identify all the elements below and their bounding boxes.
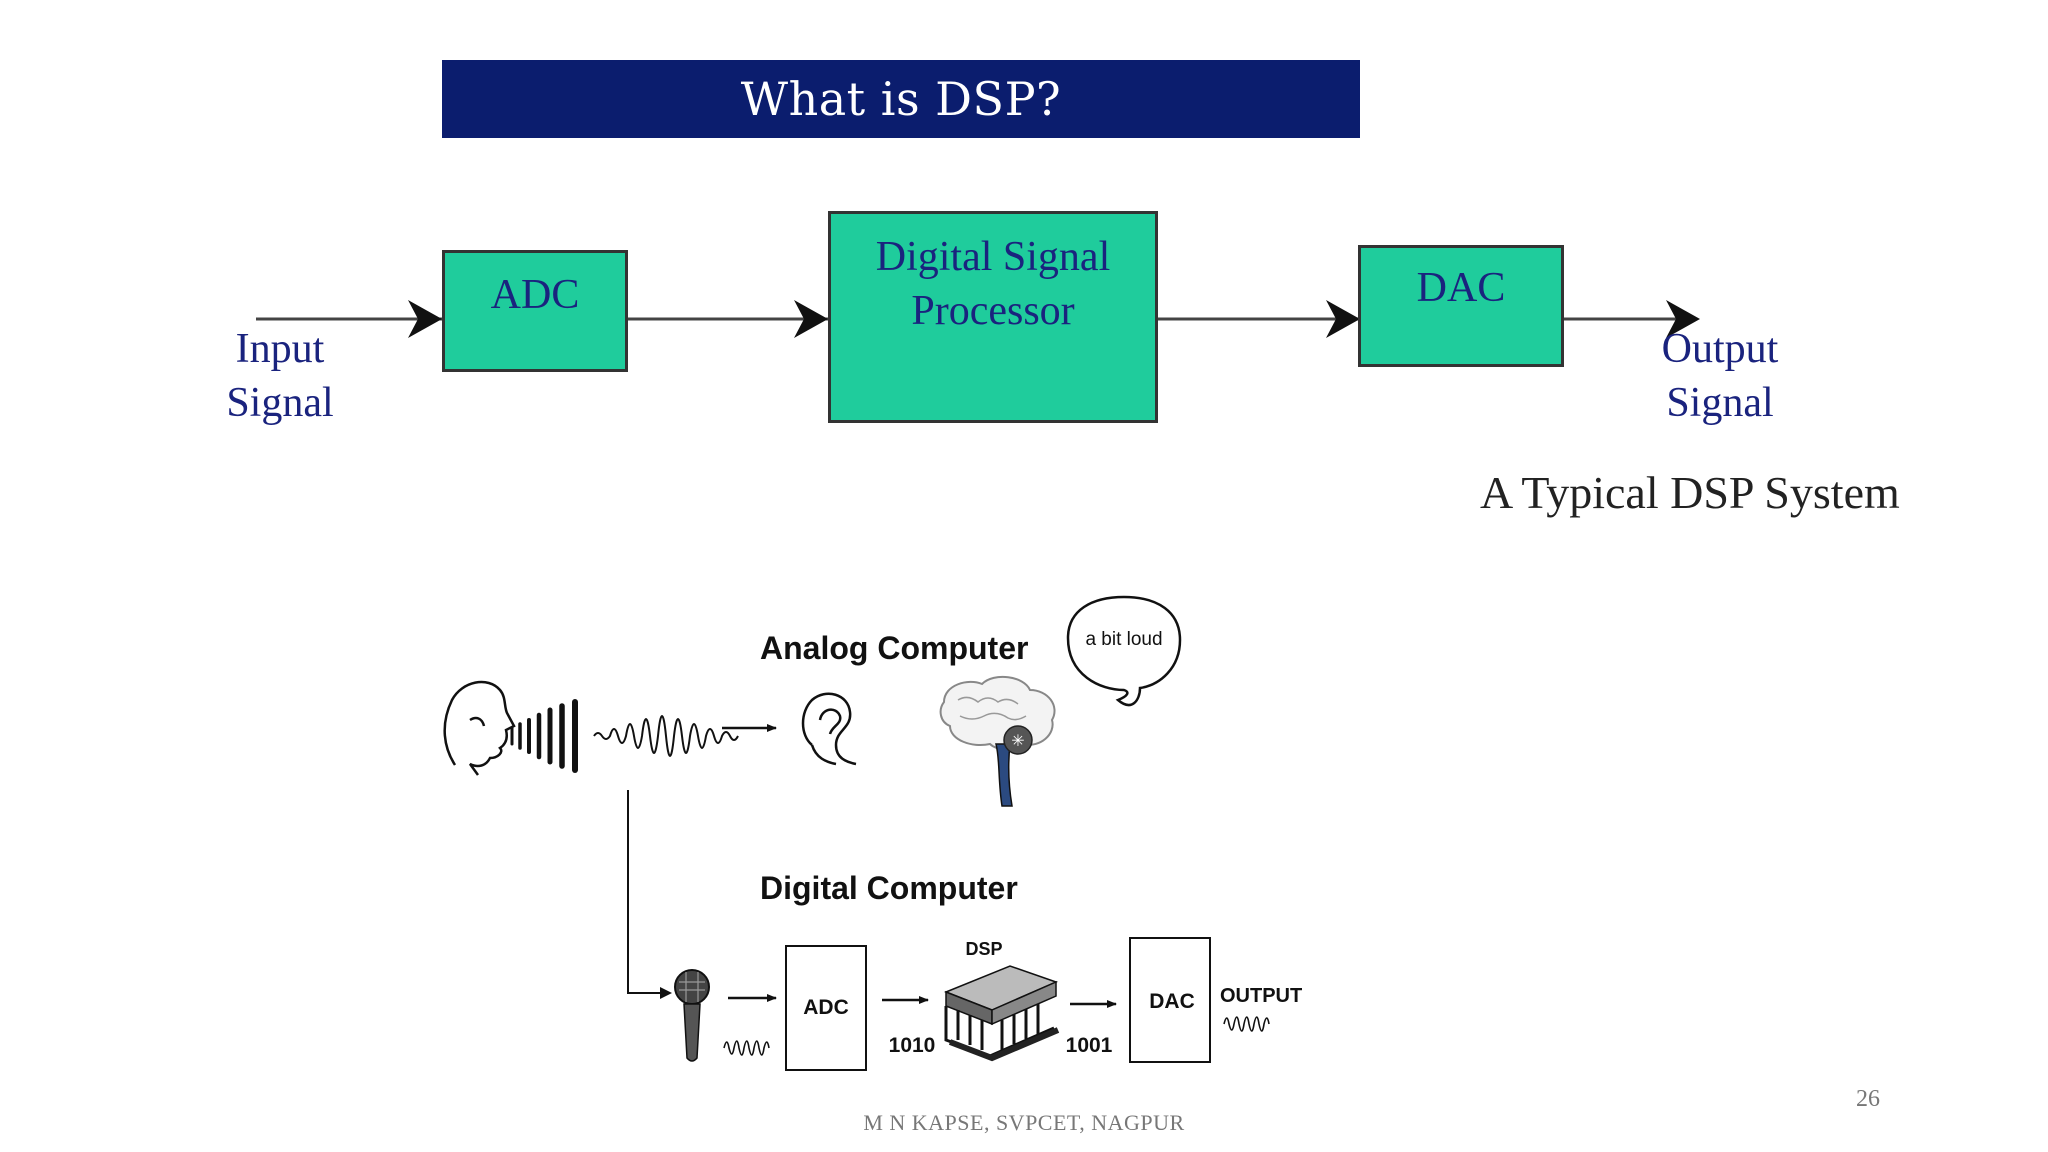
- waves-to-mic-connector: [627, 790, 668, 994]
- speaking-head-icon: [443, 680, 516, 776]
- adc-to-dsp-arrowhead: [794, 300, 828, 338]
- digital-computer-illustration: Digital Computer ADC 1010 DSP: [674, 870, 1302, 1071]
- digital-output-label: OUTPUT: [1220, 985, 1302, 1007]
- title-bar: What is DSP?: [442, 60, 1360, 138]
- mic-arrowhead: [660, 987, 672, 999]
- diagram-caption: A Typical DSP System: [1480, 467, 1900, 518]
- dsp-chip-icon: [943, 965, 1060, 1062]
- adc-block: ADC: [442, 250, 628, 372]
- speech-bubble-text: a bit loud: [1085, 629, 1162, 650]
- adc-block-label: ADC: [490, 272, 580, 318]
- microphone-icon: [674, 969, 710, 1062]
- input-arrowhead: [408, 300, 442, 338]
- digital-adc-label: ADC: [803, 996, 849, 1019]
- dac-block: DAC: [1358, 245, 1564, 367]
- analog-computer-illustration: Analog Computer a bit loud: [443, 595, 1182, 807]
- output-waveform-icon: [1223, 1016, 1270, 1032]
- dsp-to-dac-arrowhead: [1326, 300, 1360, 338]
- dac-block-label: DAC: [1416, 265, 1506, 311]
- slide-footer: M N KAPSE, SVPCET, NAGPUR: [863, 1110, 1185, 1135]
- speech-bubble: a bit loud: [1066, 595, 1182, 707]
- digital-computer-title: Digital Computer: [760, 870, 1018, 906]
- digital-dac-box: [1129, 937, 1211, 1063]
- dsp-block: Digital Signal Processor: [828, 211, 1158, 423]
- dsp-chip-label: DSP: [965, 939, 1002, 959]
- page-number: 26: [1856, 1086, 1880, 1112]
- ear-icon: [801, 692, 857, 766]
- svg-text:✳: ✳: [1011, 733, 1024, 750]
- brain-icon: ✳: [939, 675, 1056, 807]
- digital-adc-box: [785, 945, 867, 1071]
- code-after-adc: 1010: [889, 1034, 936, 1057]
- slide-title: What is DSP?: [740, 72, 1062, 126]
- input-signal-label: Input Signal: [226, 326, 334, 426]
- digital-dac-label: DAC: [1149, 990, 1195, 1013]
- code-after-dsp: 1001: [1066, 1034, 1113, 1057]
- output-signal-label: Output Signal: [1661, 326, 1779, 426]
- mic-waveform-icon: [723, 1040, 770, 1056]
- analog-computer-title: Analog Computer: [760, 630, 1028, 666]
- top-flow-arrows: [256, 300, 1700, 338]
- output-arrowhead: [1666, 300, 1700, 338]
- dsp-block-label: Digital Signal Processor: [875, 234, 1111, 334]
- analog-waveform-icon: [593, 715, 739, 757]
- sound-waves-icon: [510, 699, 578, 773]
